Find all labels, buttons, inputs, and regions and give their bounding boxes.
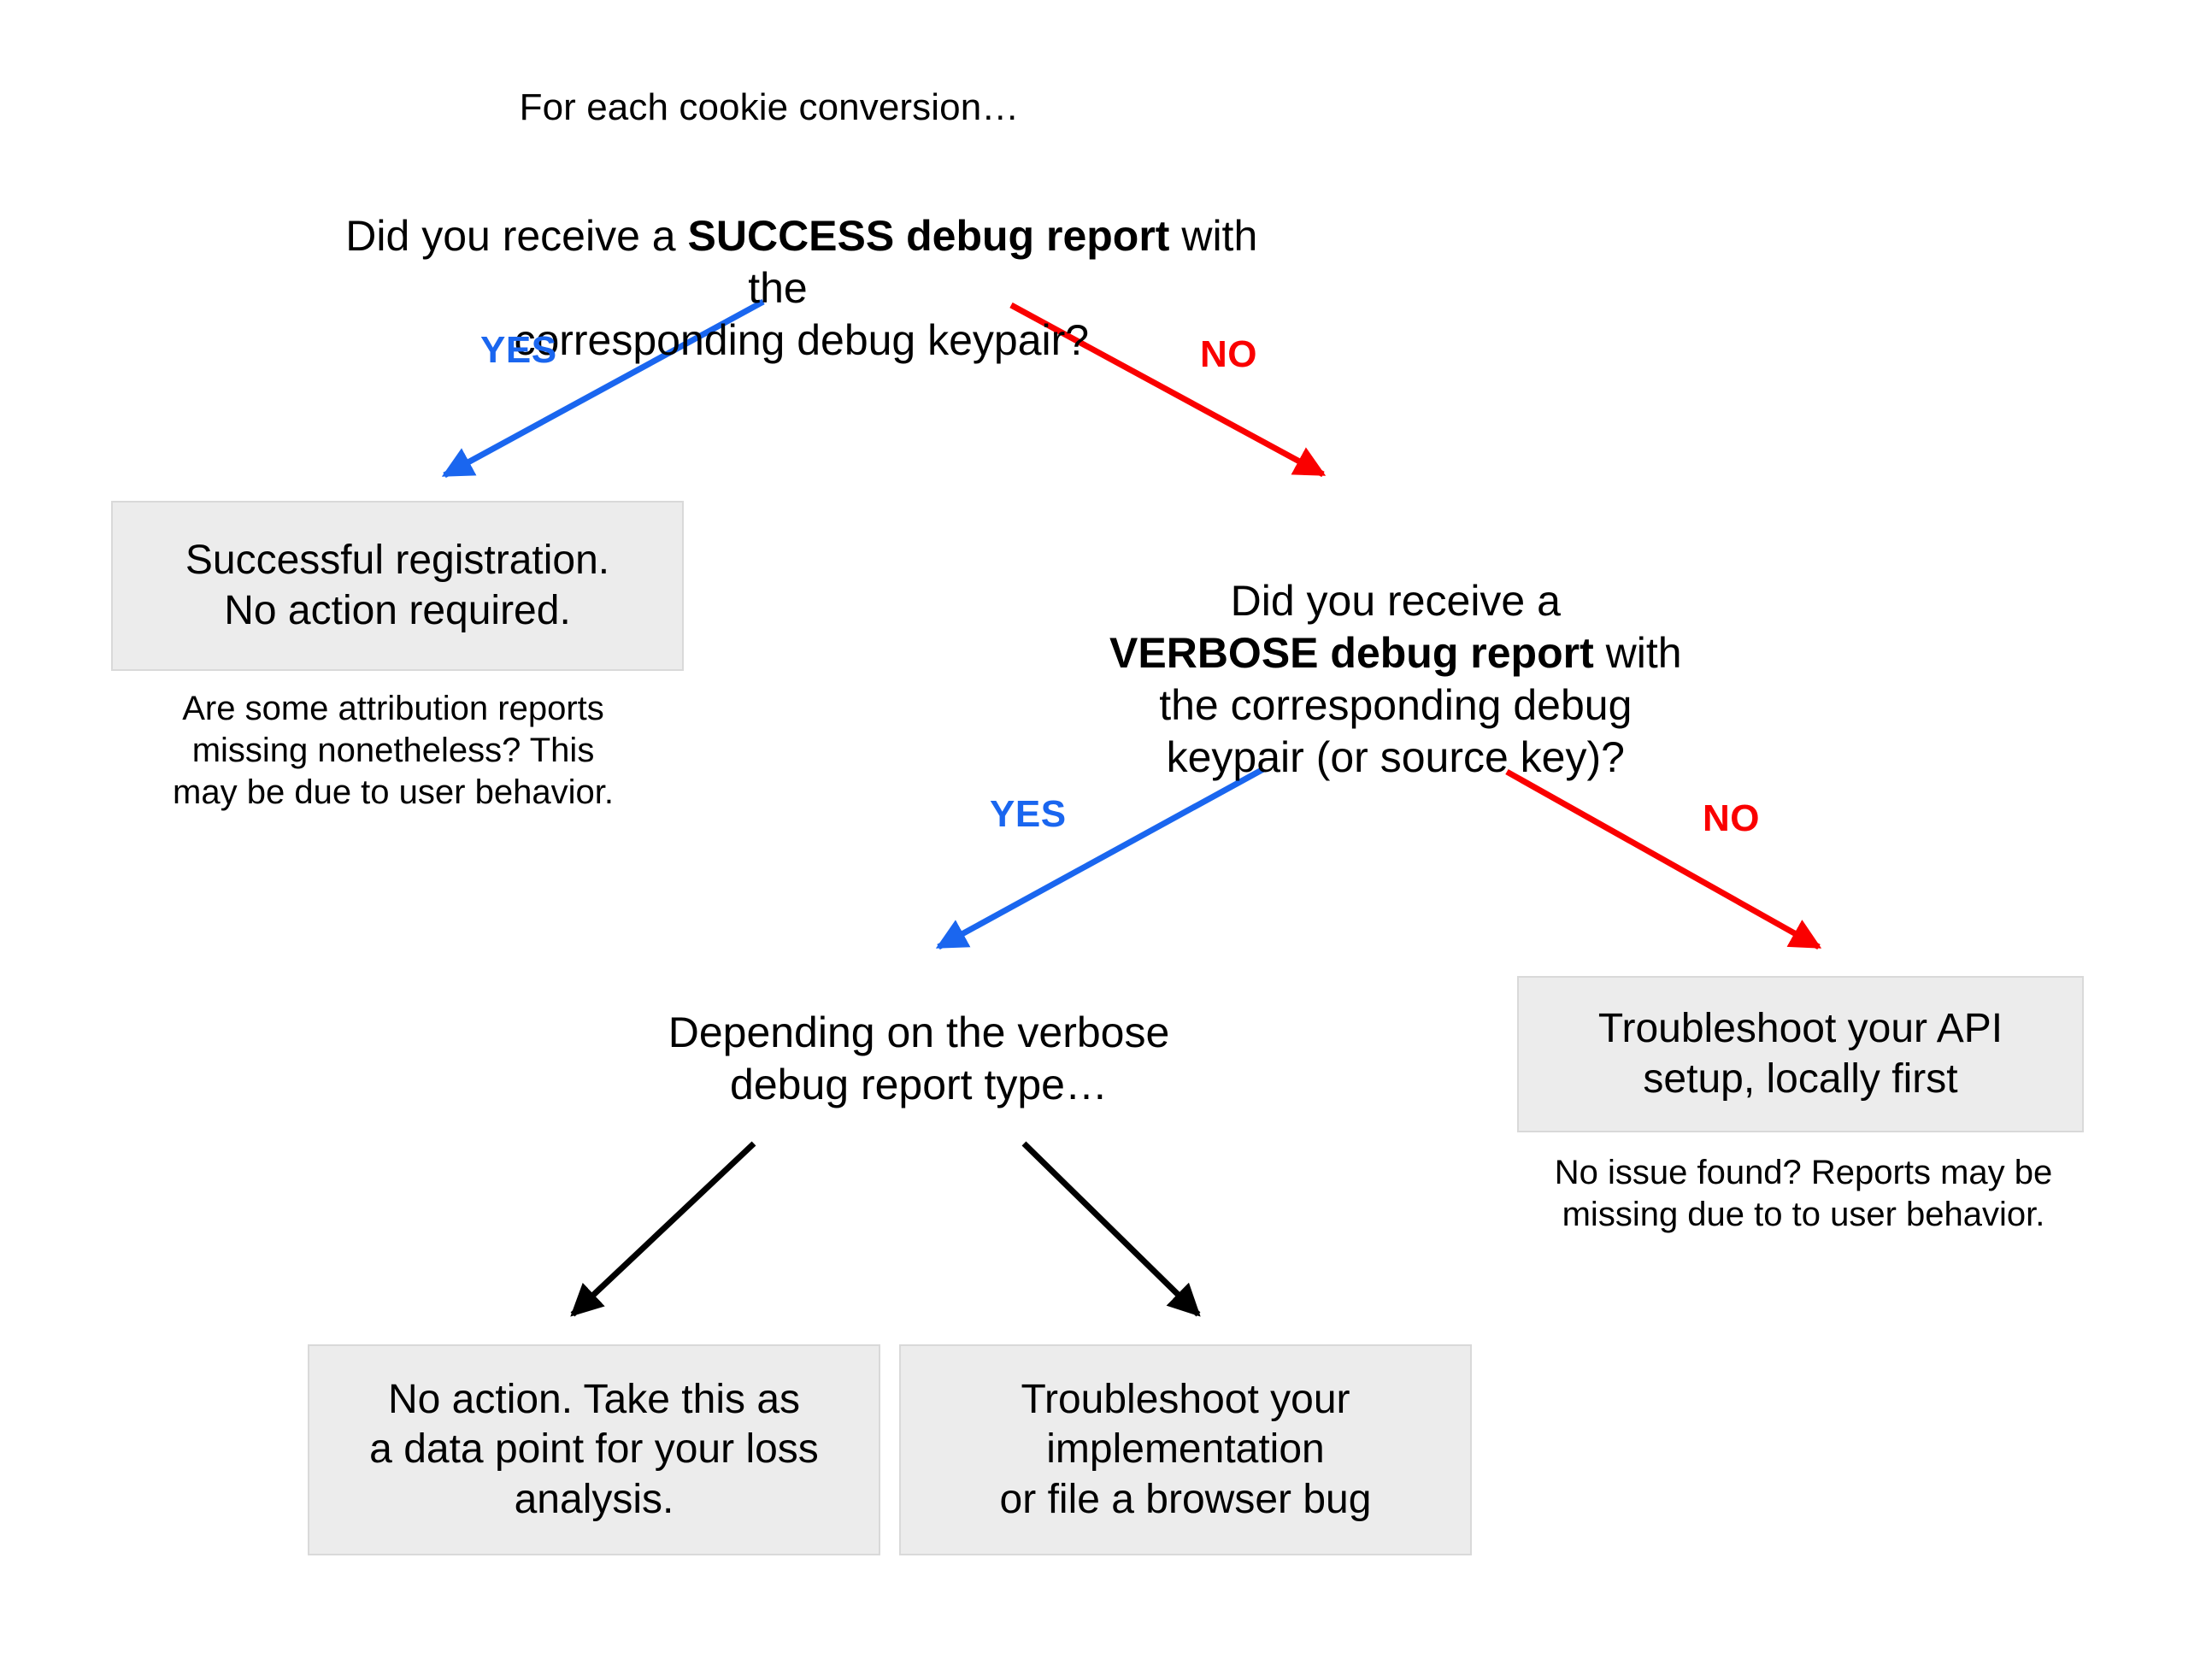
question-1-emphasis: SUCCESS debug report bbox=[687, 212, 1170, 260]
question-2-line3: the corresponding debug bbox=[1159, 681, 1633, 729]
arrow-type-right bbox=[1021, 1141, 1201, 1317]
box-troubleshoot-implementation[interactable]: Troubleshoot your implementation or file… bbox=[899, 1344, 1472, 1555]
note-no-issue-found: No issue found? Reports may be missing d… bbox=[1554, 1154, 2053, 1233]
box-successful-registration[interactable]: Successful registration. No action requi… bbox=[111, 501, 684, 671]
question-1-text-pre: Did you receive a bbox=[345, 212, 688, 260]
branch-label-yes-1: YES bbox=[480, 329, 557, 371]
branch-label-yes-2: YES bbox=[990, 793, 1067, 835]
question-2: Did you receive a VERBOSE debug report w… bbox=[1000, 523, 1744, 836]
question-2-text-post: with bbox=[1593, 629, 1682, 677]
note-attribution-reports-missing: Are some attribution reports missing non… bbox=[173, 690, 614, 811]
question-2-line1: Did you receive a bbox=[1230, 577, 1561, 625]
question-2-line4: keypair (or source key)? bbox=[1166, 733, 1625, 781]
branch-label-no-2: NO bbox=[1703, 797, 1760, 839]
box-no-action-loss-analysis[interactable]: No action. Take this as a data point for… bbox=[308, 1344, 880, 1555]
question-2-emphasis: VERBOSE debug report bbox=[1109, 629, 1594, 677]
intermediate-verbose-report-type: Depending on the verbose debug report ty… bbox=[668, 1008, 1170, 1108]
box-troubleshoot-api-setup[interactable]: Troubleshoot your API setup, locally fir… bbox=[1517, 976, 2084, 1132]
question-1-text-post: with the bbox=[748, 212, 1270, 312]
question-1-line2: corresponding debug keypair? bbox=[514, 316, 1090, 364]
branch-label-no-1: NO bbox=[1200, 333, 1257, 375]
arrow-type-left bbox=[570, 1141, 756, 1317]
page-title: For each cookie conversion… bbox=[519, 86, 1020, 128]
question-1: Did you receive a SUCCESS debug report w… bbox=[274, 158, 1282, 419]
